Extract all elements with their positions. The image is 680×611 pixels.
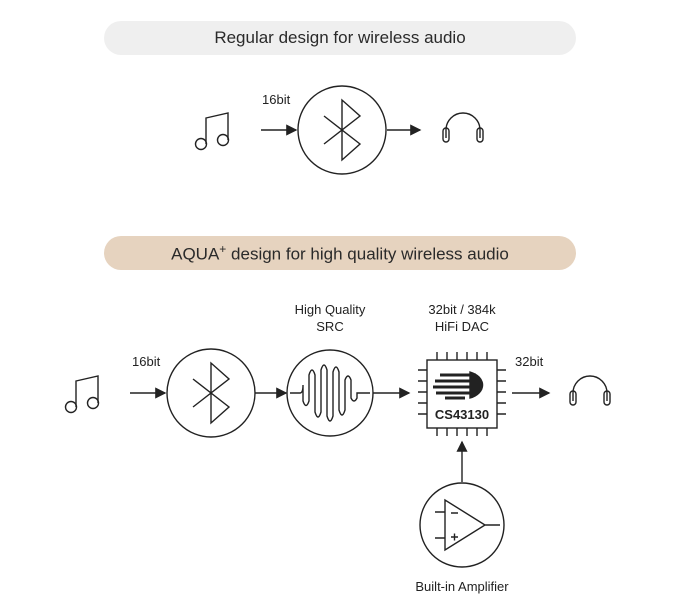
brand-sup: + bbox=[219, 241, 227, 256]
brand: AQUA bbox=[171, 244, 220, 264]
output-bits-label: 32bit bbox=[515, 354, 544, 369]
regular-title: Regular design for wireless audio bbox=[214, 28, 466, 47]
dac-label: 32bit / 384k bbox=[428, 302, 496, 317]
aqua-title: AQUA+ design for high quality wireless a… bbox=[171, 242, 509, 265]
input-bits-label: 16bit bbox=[132, 354, 161, 369]
aqua-design-banner: AQUA+ design for high quality wireless a… bbox=[104, 236, 576, 270]
src-label: High Quality bbox=[295, 302, 366, 317]
dac-chip-icon: CS43130 bbox=[418, 352, 506, 436]
regular-design-banner: Regular design for wireless audio bbox=[104, 21, 576, 55]
dac-label: HiFi DAC bbox=[435, 319, 489, 334]
title-rest: design for high quality wireless audio bbox=[226, 244, 509, 264]
chip-label: CS43130 bbox=[435, 407, 489, 422]
amplifier-icon bbox=[419, 482, 505, 568]
src-label: SRC bbox=[316, 319, 343, 334]
input-bits-label: 16bit bbox=[262, 92, 291, 107]
amplifier-label: Built-in Amplifier bbox=[415, 579, 509, 594]
